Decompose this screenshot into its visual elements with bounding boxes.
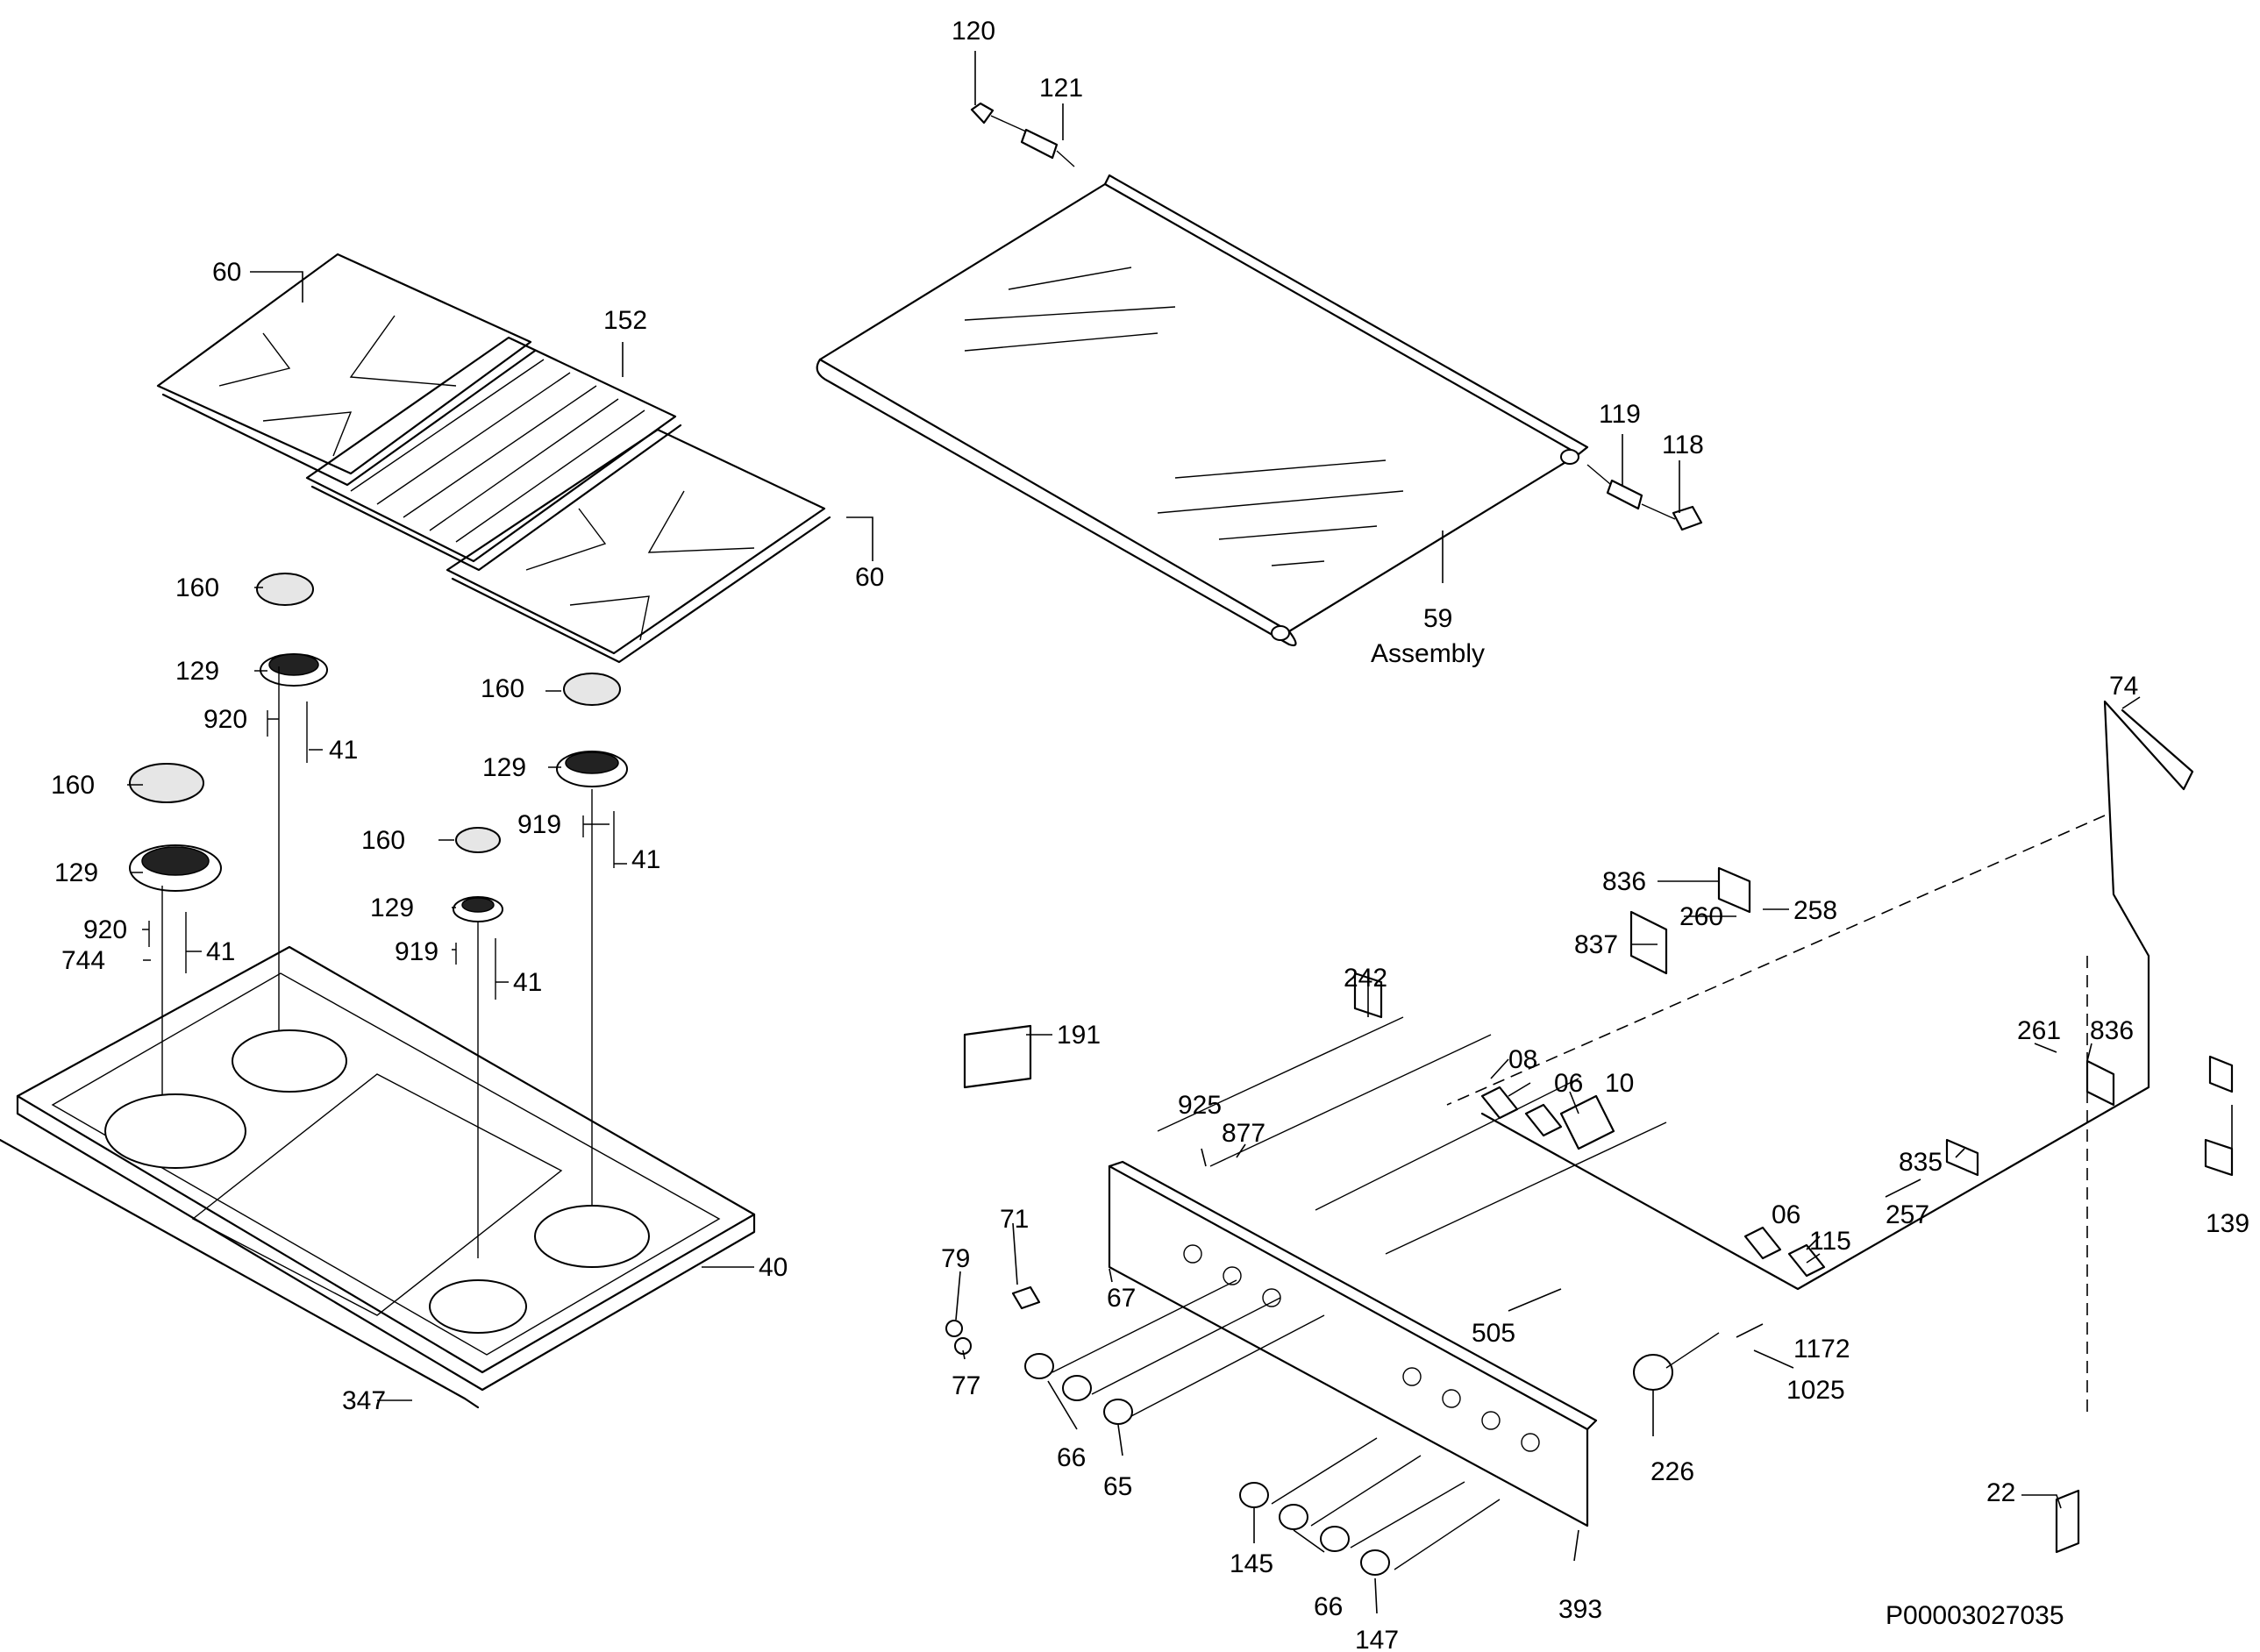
callout-393: 393 [1558,1595,1602,1624]
callout-260: 260 [1679,902,1723,931]
callout-60-top: 60 [212,258,241,287]
callout-10: 10 [1605,1069,1634,1098]
callout-160-a: 160 [175,573,219,602]
callout-835: 835 [1899,1148,1943,1177]
callout-06-b: 06 [1772,1200,1800,1229]
callout-119: 119 [1599,400,1641,429]
callout-920-b: 920 [83,915,127,944]
callout-347: 347 [342,1386,386,1415]
callout-139: 139 [2206,1209,2249,1238]
callout-118: 118 [1662,431,1704,459]
control-panel [1108,700,2194,1527]
callout-41-b: 41 [206,937,235,966]
assembly-caption: Assembly [1371,639,1485,668]
callout-06-a: 06 [1554,1069,1583,1098]
callout-66-b: 66 [1314,1592,1343,1621]
callout-257: 257 [1886,1200,1929,1229]
callout-744: 744 [61,946,105,975]
callout-920-a: 920 [203,705,247,734]
callout-505: 505 [1472,1319,1515,1348]
callout-41-c: 41 [631,845,660,874]
callout-226: 226 [1650,1457,1694,1486]
callout-1025: 1025 [1786,1376,1845,1405]
callout-191: 191 [1057,1021,1101,1050]
callout-120: 120 [952,17,995,46]
callout-242: 242 [1344,964,1387,993]
callout-129-d: 129 [370,894,414,922]
callout-60-right: 60 [855,563,884,592]
callout-129-c: 129 [482,753,526,782]
hob-top [0,945,756,1409]
callout-74: 74 [2109,672,2138,701]
callout-261: 261 [2017,1016,2061,1045]
gas-valves-and-taps [963,866,2234,1554]
burner-caps-and-heads [129,573,628,1258]
callout-147: 147 [1355,1626,1399,1652]
callout-925: 925 [1178,1091,1222,1120]
callout-labels: 120 121 119 118 59 Assembly 60 152 60 16… [51,17,2249,1652]
callout-877: 877 [1222,1119,1265,1148]
callout-66-a: 66 [1057,1443,1086,1472]
callout-40: 40 [759,1253,788,1282]
control-knobs [945,1279,1720,1576]
callout-919-a: 919 [517,810,561,839]
callout-258: 258 [1793,896,1837,925]
callout-08: 08 [1508,1045,1537,1074]
callout-836-b: 836 [2090,1016,2134,1045]
callout-41-a: 41 [329,736,358,765]
callout-79: 79 [941,1244,970,1273]
callout-129-a: 129 [175,657,219,686]
callout-41-d: 41 [513,968,542,997]
callout-837: 837 [1574,930,1618,959]
callout-145: 145 [1230,1549,1273,1578]
callout-71: 71 [1000,1205,1029,1234]
callout-1172: 1172 [1793,1335,1850,1364]
callout-836-a: 836 [1602,867,1646,896]
callout-65: 65 [1103,1472,1132,1501]
callout-160-b: 160 [51,771,95,800]
glass-lid-assembly [816,102,1703,647]
pan-supports [156,253,831,664]
callout-67: 67 [1107,1284,1136,1313]
callout-160-c: 160 [481,674,524,703]
callout-919-b: 919 [395,937,438,966]
callout-121: 121 [1039,74,1083,103]
leader-lines [127,51,2233,1614]
callout-77: 77 [952,1371,980,1400]
callout-59: 59 [1423,604,1452,633]
callout-152: 152 [603,306,647,335]
callout-160-d: 160 [361,826,405,855]
callout-129-b: 129 [54,858,98,887]
callout-115: 115 [1809,1227,1851,1256]
callout-22: 22 [1986,1478,2015,1507]
document-code: P00003027035 [1886,1601,2064,1630]
